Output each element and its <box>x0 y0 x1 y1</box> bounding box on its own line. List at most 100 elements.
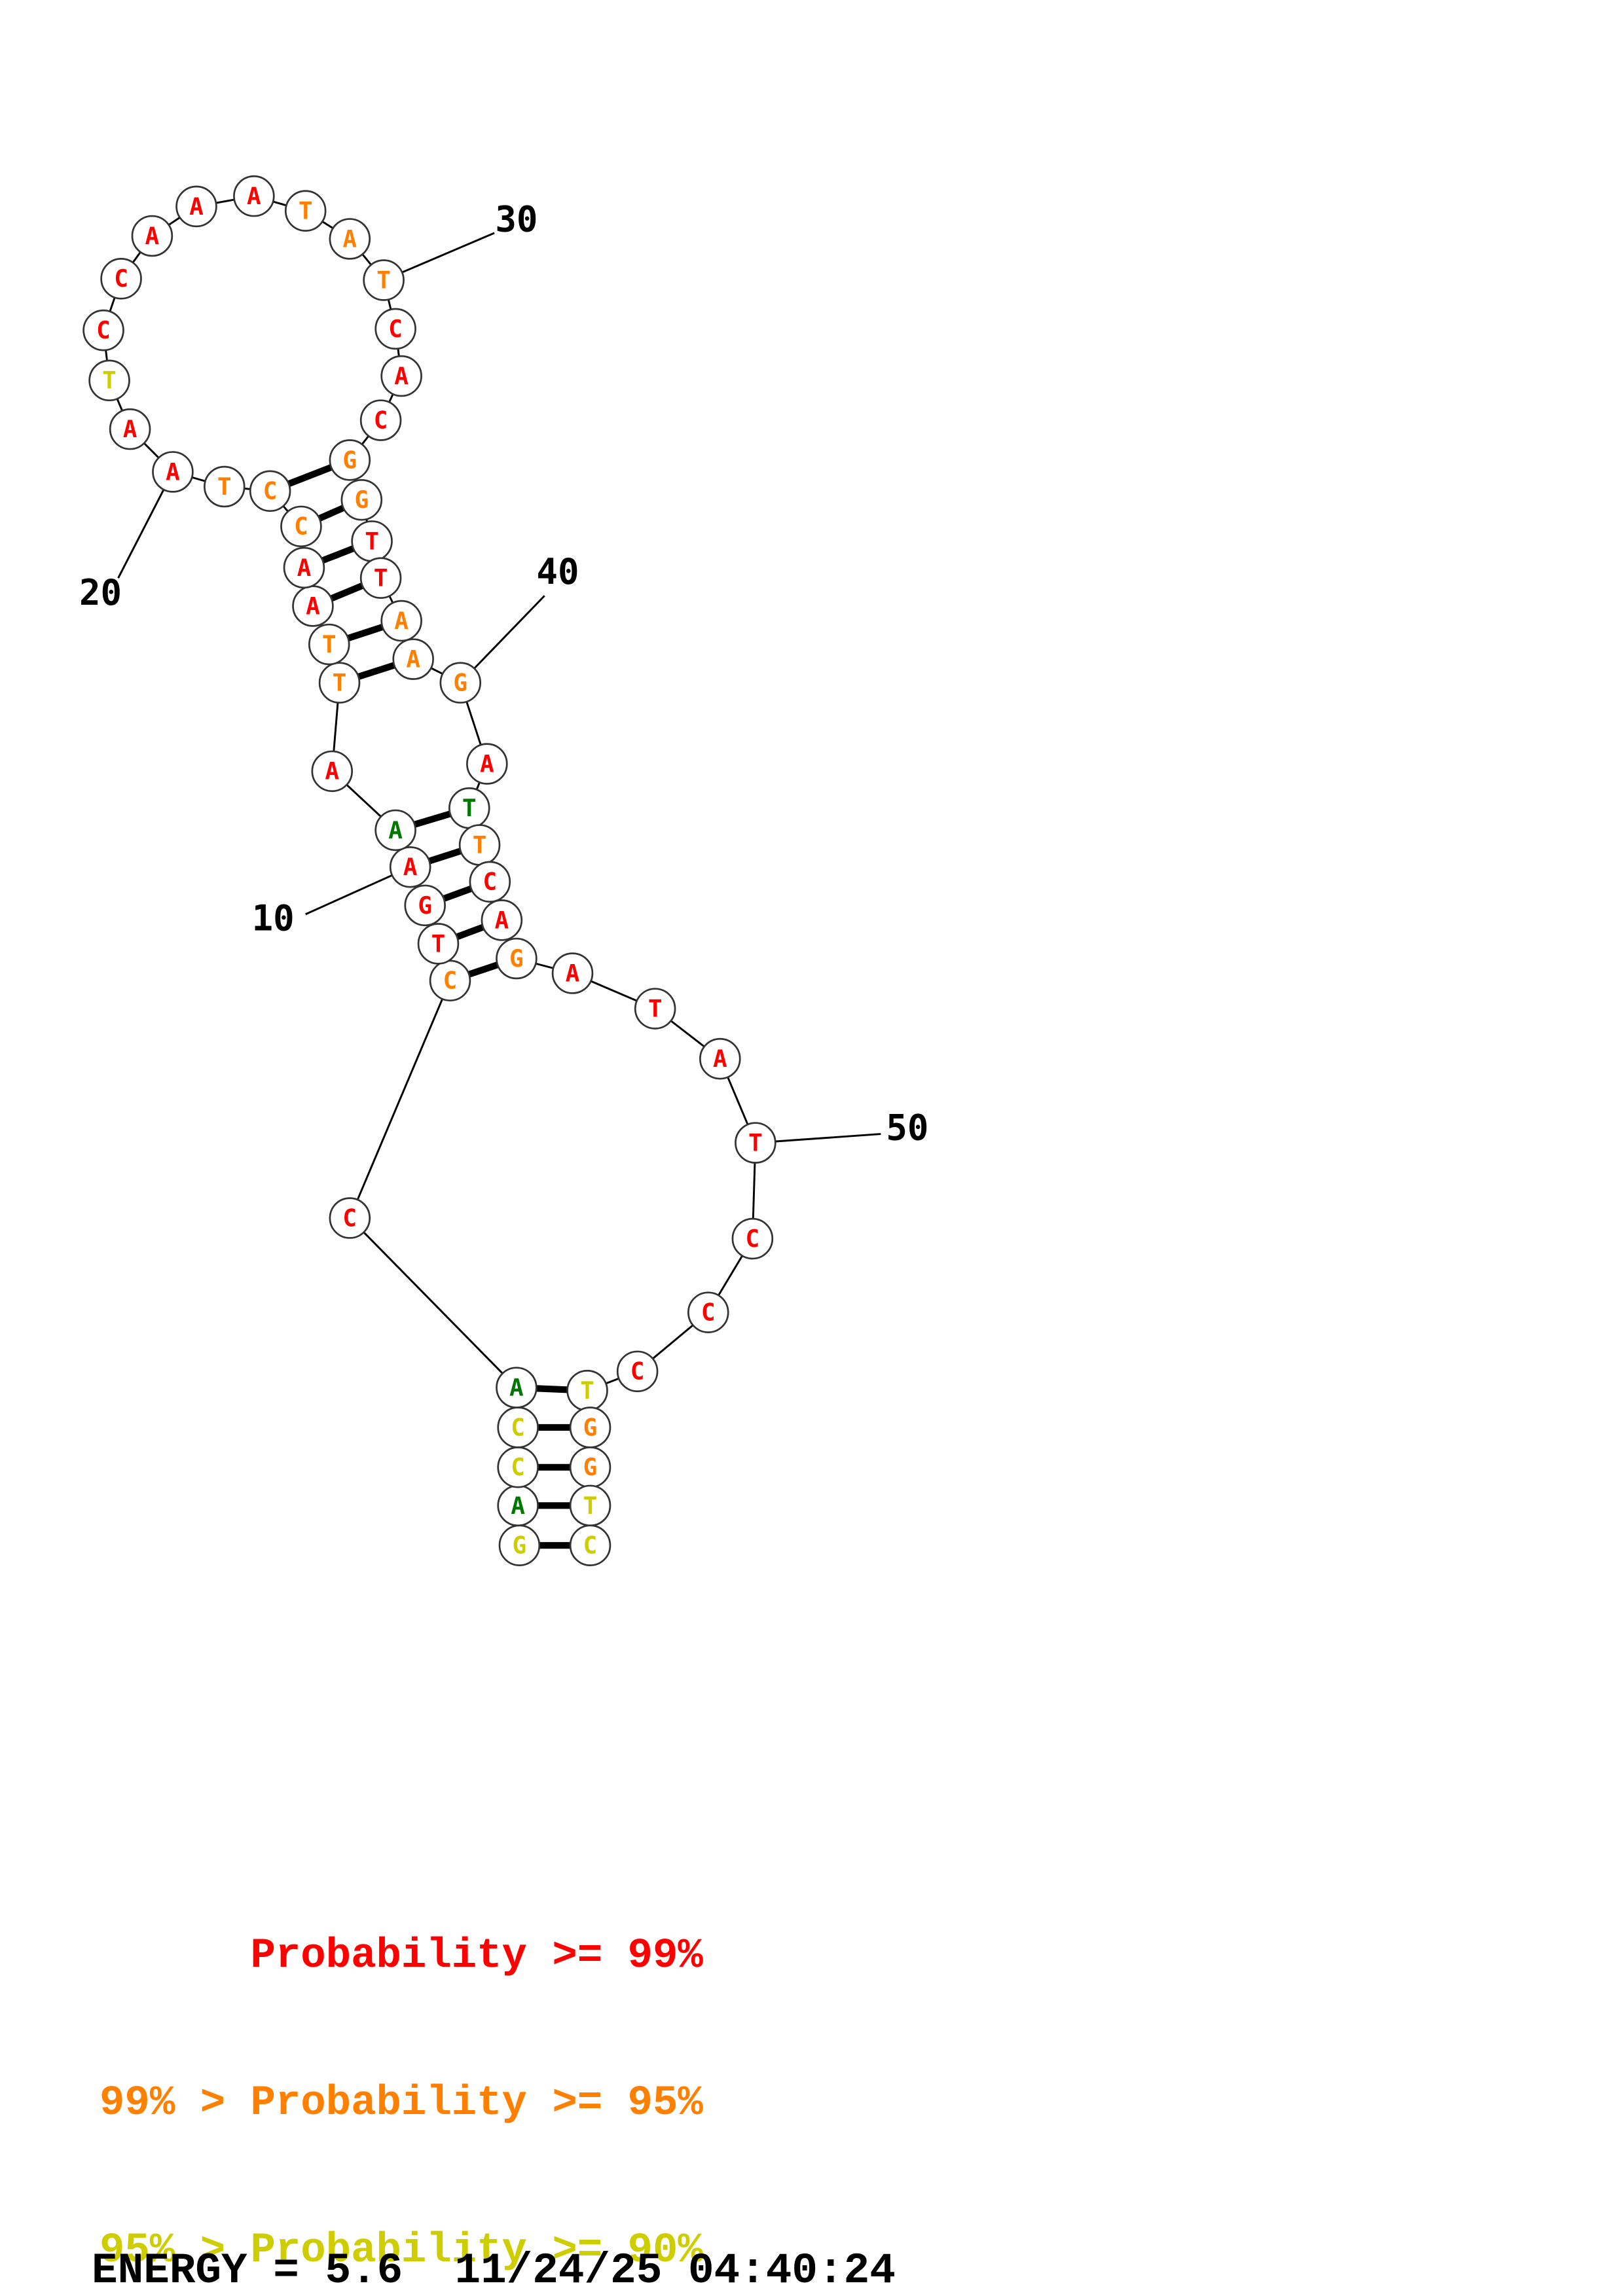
nucleotide-circle <box>634 988 676 1030</box>
nucleotide-base: T <box>648 996 663 1022</box>
nucleotide-circle <box>204 465 246 508</box>
nucleotide-base: T <box>333 670 347 697</box>
nucleotide-base: T <box>431 931 446 958</box>
position-labels: 10 20 30 40 50 <box>79 199 929 1149</box>
nucleotide-circle <box>284 190 327 232</box>
nucleotide-circle <box>329 1197 371 1239</box>
nucleotide-circle <box>233 175 275 217</box>
nucleotide-base: C <box>96 317 111 344</box>
nucleotide-base: C <box>294 514 308 541</box>
nucleotide-circle <box>380 355 422 397</box>
nucleotide-base: G <box>583 1454 598 1481</box>
nucleotide-circle <box>417 923 460 965</box>
nucleotide-base: C <box>388 316 403 343</box>
nucleotide-circle <box>283 547 325 589</box>
nucleotide-circle <box>100 258 142 300</box>
nucleotide-circle <box>392 638 434 680</box>
nucleotide-base: G <box>418 893 432 920</box>
nucleotide-circle <box>152 451 194 493</box>
nucleotide-base: G <box>513 1533 527 1560</box>
nucleotide-base: A <box>342 226 357 253</box>
nucleotide-circle <box>439 662 482 704</box>
position-label: 30 <box>495 199 538 240</box>
nucleotide-base: A <box>509 1375 524 1402</box>
probability-legend: Probability >= 99% 99% > Probability >= … <box>100 1834 703 2296</box>
nucleotide-base: T <box>322 632 337 658</box>
nucleotide-circle <box>687 1291 729 1333</box>
nucleotide-base: A <box>247 183 261 210</box>
nucleotide-base: A <box>495 907 509 934</box>
nucleotide-circle <box>380 600 422 642</box>
nucleotide-base: A <box>325 759 339 785</box>
nucleotide-circle <box>249 470 291 512</box>
nucleotide-base: C <box>263 478 278 505</box>
nucleotide-circle <box>496 937 538 980</box>
nucleotide-circle <box>318 662 361 704</box>
nucleotide-base: T <box>374 565 388 592</box>
nucleotide-base: G <box>509 946 524 973</box>
nucleotide-circle <box>329 218 371 260</box>
nucleotide-circle <box>374 809 416 852</box>
nucleotide-circle <box>466 743 508 785</box>
nucleotide-circle <box>109 408 151 450</box>
nucleotide-base: T <box>217 474 232 501</box>
nucleotide-base: A <box>394 363 409 390</box>
nucleotide-circle <box>616 1350 659 1393</box>
nucleotide-circle <box>699 1037 741 1080</box>
nucleotide-base: C <box>511 1454 525 1481</box>
nucleotide-circle <box>359 557 402 599</box>
nucleotide-base: A <box>480 751 494 778</box>
nucleotide-base: A <box>566 960 580 987</box>
nucleotide-circle <box>82 309 124 351</box>
nucleotide-circle <box>389 846 431 888</box>
nucleotide-base: A <box>713 1046 727 1073</box>
nucleotide-circle <box>481 899 523 941</box>
nucleotide-base: A <box>388 817 403 844</box>
nucleotide-circle <box>88 359 130 402</box>
position-label: 40 <box>536 551 579 592</box>
legend-item-prob-90-95: 95% > Probability >= 90% <box>100 2227 703 2274</box>
nucleotide-circle <box>311 750 354 793</box>
nucleotide-base: T <box>748 1130 763 1157</box>
nucleotide-base: A <box>306 593 320 620</box>
nucleotide-circle <box>735 1122 776 1164</box>
label-leaders <box>117 232 881 1144</box>
nucleotide-base: A <box>189 194 204 221</box>
nucleotide-base: G <box>583 1414 598 1441</box>
nucleotide-circle <box>280 505 322 548</box>
nucleotide-circle <box>131 215 173 257</box>
nucleotide-base: T <box>462 795 477 822</box>
nucleotide-base: G <box>453 670 467 697</box>
nucleotide-base: C <box>483 869 497 896</box>
nucleotide-circle <box>329 439 371 481</box>
position-label: 10 <box>252 898 295 939</box>
nucleotide-base: C <box>701 1300 716 1327</box>
nucleotide-base: A <box>511 1493 525 1520</box>
nucleotide-base: T <box>580 1378 594 1405</box>
legend-item-prob-99: Probability >= 99% <box>100 1933 703 1980</box>
nucleotide-base: C <box>746 1226 760 1253</box>
nucleotide-circle <box>404 884 446 927</box>
nucleotide-base: C <box>443 968 458 995</box>
nucleotide-circle <box>569 1524 611 1566</box>
position-label: 50 <box>886 1107 928 1149</box>
legend-item-prob-95-99: 99% > Probability >= 95% <box>100 2080 703 2127</box>
nucleotide-circle <box>175 185 217 228</box>
nucleotide-circle <box>359 399 402 441</box>
nucleotide-circle <box>731 1217 774 1260</box>
nucleotide-base: C <box>114 266 128 293</box>
nucleotide-base: A <box>403 854 418 881</box>
nucleotide-base: C <box>583 1533 598 1560</box>
nucleotide-base: A <box>394 608 409 635</box>
nucleotide-circle <box>374 308 416 350</box>
nucleotide-base: A <box>145 223 160 250</box>
nucleotide-circle <box>363 259 405 301</box>
nucleotide-base: C <box>342 1205 357 1232</box>
nucleotide-base: A <box>123 416 137 443</box>
nucleotide-base: A <box>297 555 312 582</box>
position-label: 20 <box>79 572 122 613</box>
nucleotide-base: T <box>102 368 117 395</box>
energy-readout: ENERGY = 5.6 11/24/25 04:40:24 <box>92 2246 896 2295</box>
